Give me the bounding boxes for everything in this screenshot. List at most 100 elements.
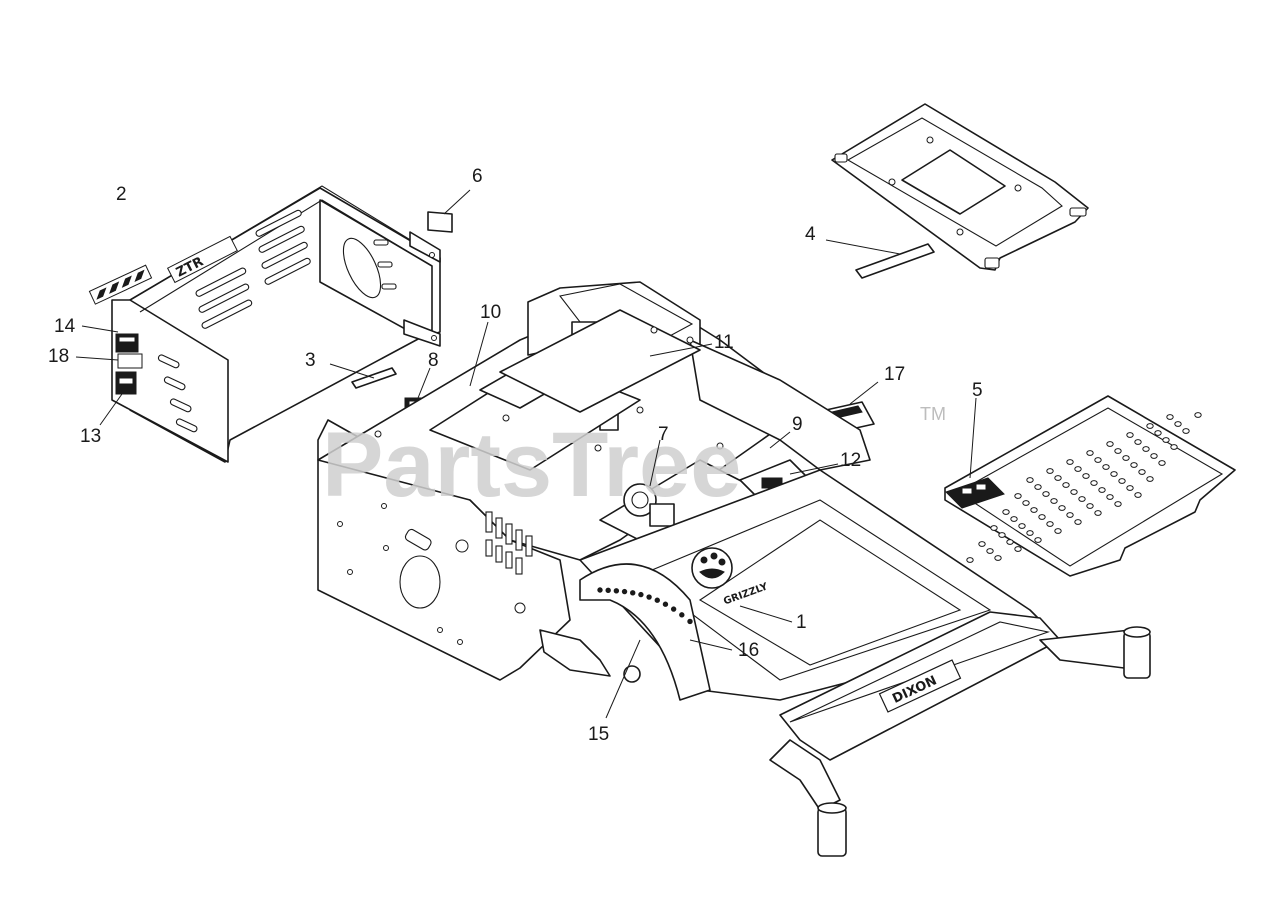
fender-rivet [646,594,652,600]
callout-2[interactable]: 2 [116,184,127,205]
fender-rivet [597,587,603,593]
fender-rivet [638,591,644,598]
callout-9[interactable]: 9 [792,414,803,435]
floor-perforation [1142,446,1150,452]
floor-perforation [1114,501,1122,507]
floor-perforation [1146,476,1154,482]
callout-4[interactable]: 4 [805,224,816,245]
watermark-trademark: TM [920,404,946,424]
floor-perforation [1034,537,1042,543]
callout-14[interactable]: 14 [54,316,76,337]
callout-18[interactable]: 18 [48,346,69,367]
floor-perforation [1162,437,1170,443]
callout-5[interactable]: 5 [972,380,983,401]
floor-perforation [1018,523,1026,529]
fender-rivet [605,587,611,594]
floor-perforation [1114,448,1122,454]
floor-perforation [1078,496,1086,502]
fender-rivet [687,618,693,625]
callout-3[interactable]: 3 [305,350,316,371]
floor-perforation [1126,485,1134,491]
floor-perforation [1026,477,1034,483]
floor-perforation [1138,469,1146,475]
floor-perforation [1034,484,1042,490]
floor-perforation [1134,439,1142,445]
floor-perforation [1118,478,1126,484]
floor-perforation [998,532,1006,538]
floor-perforation [1054,528,1062,534]
callout-labels: 2 6 4 14 18 13 3 8 10 11 17 5 9 12 7 1 1… [48,166,983,745]
callout-16[interactable]: 16 [738,640,759,661]
floor-perforation [1106,494,1114,500]
floor-perforation [1094,457,1102,463]
floor-perforation [1126,432,1134,438]
callout-7[interactable]: 7 [658,424,669,445]
floor-perforation [1006,539,1014,545]
floor-perforation [1150,453,1158,459]
floor-perforation [1174,421,1182,427]
floor-perforation [1010,516,1018,522]
floor-perforation [1050,498,1058,504]
rear-shroud-part[interactable]: ZTR [88,185,441,463]
floor-perforation [986,548,994,554]
floor-perforation [1002,509,1010,515]
floor-perforation [1158,460,1166,466]
seat-plate-strip-4[interactable] [855,243,935,279]
floor-perforation [1122,455,1130,461]
watermark: PartsTree [322,414,741,516]
fender-rivet [679,612,685,618]
fender-rivet [621,588,628,595]
floor-perforation [1070,489,1078,495]
floor-perforation [1106,441,1114,447]
floor-perforation [1134,492,1142,498]
callout-11[interactable]: 11 [714,332,734,353]
callout-17[interactable]: 17 [884,364,905,385]
callout-13[interactable]: 13 [80,426,101,447]
decal-6[interactable] [427,211,453,233]
floor-perforation [1062,482,1070,488]
leader-lines [75,189,977,719]
floor-perforation [1074,519,1082,525]
floor-perforation [1154,430,1162,436]
floor-perforation [1054,475,1062,481]
floor-perforation [1146,423,1154,429]
floor-perforation [1046,468,1054,474]
callout-15[interactable]: 15 [588,724,609,745]
floor-perforation [1094,510,1102,516]
floor-perforation [966,557,974,563]
floor-perforation [1102,464,1110,470]
fender-rivet [670,606,677,612]
callout-12[interactable]: 12 [840,450,861,471]
floor-perforation [1086,450,1094,456]
callout-6[interactable]: 6 [472,166,483,187]
floor-perforation [1090,480,1098,486]
floor-perforation [1182,428,1190,434]
floor-perforation [1046,521,1054,527]
floor-perforation [1066,459,1074,465]
floor-perforation [990,525,998,531]
callout-1[interactable]: 1 [796,612,807,633]
seat-plate-part[interactable] [831,103,1089,271]
floor-perforation [1022,500,1030,506]
floor-perforation [1026,530,1034,536]
floor-perforation [1110,471,1118,477]
callout-8[interactable]: 8 [428,350,439,371]
floor-perforation [1170,444,1178,450]
floor-perforation [1166,414,1174,420]
floor-perforation [1194,412,1202,418]
floor-plate-part[interactable] [944,395,1236,577]
fender-rivet [630,590,636,596]
main-frame-part[interactable]: DIXON [317,281,1151,857]
floor-perforation [1042,491,1050,497]
floor-perforation [1074,466,1082,472]
floor-perforation [978,541,986,547]
floor-perforation [1038,514,1046,520]
floor-perforation [1030,507,1038,513]
floor-perforation [1066,512,1074,518]
fender-rivet [613,588,620,594]
floor-perforation [1058,505,1066,511]
callout-10[interactable]: 10 [480,302,501,323]
floor-perforation [1014,493,1022,499]
